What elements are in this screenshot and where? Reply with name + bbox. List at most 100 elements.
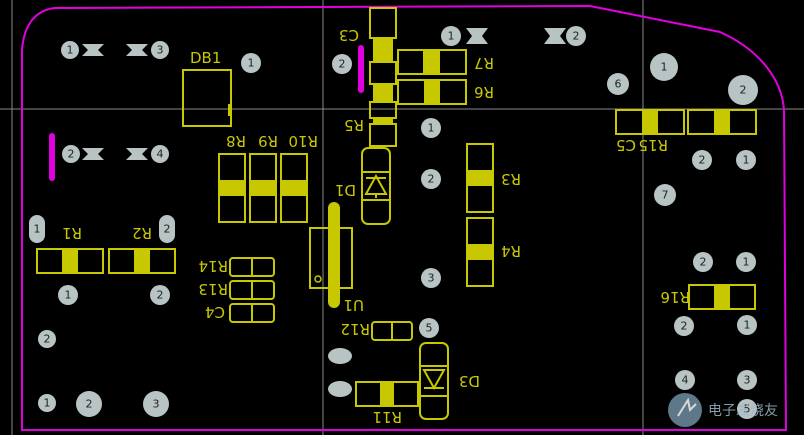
pad-3-bot: 3 (143, 391, 169, 417)
label-c4: C4 (205, 303, 225, 321)
board-outline (21, 4, 788, 431)
svg-text:2: 2 (157, 289, 164, 302)
label-r8: R8 (226, 132, 246, 150)
component-r14[interactable] (229, 257, 275, 277)
pad-1-bot: 1 (38, 394, 56, 412)
pad-2-c3: 2 (332, 54, 352, 74)
svg-text:2: 2 (700, 256, 707, 269)
label-c5: C5 (616, 136, 636, 154)
pad-1-a: 1 (61, 41, 79, 59)
pad-2-r2: 2 (164, 223, 171, 236)
component-db1[interactable]: DB1 (182, 49, 232, 127)
pad-2-bot: 2 (76, 391, 102, 417)
component-u1[interactable] (309, 202, 353, 308)
pad-3-mid: 3 (421, 268, 441, 288)
component-r12[interactable] (371, 321, 413, 341)
pad-3-a: 3 (151, 41, 169, 59)
label-r12: R12 (340, 320, 370, 338)
svg-text:4: 4 (157, 148, 164, 161)
svg-text:3: 3 (428, 272, 435, 285)
pad-2-r16a: 2 (693, 252, 713, 272)
pad-1-r15: 1 (736, 150, 756, 170)
svg-text:2: 2 (339, 58, 346, 71)
pad-2-left: 2 (62, 145, 80, 163)
pad-5: 5 (419, 318, 439, 338)
svg-text:1: 1 (428, 122, 435, 135)
pad-2-bl: 2 (150, 285, 170, 305)
svg-text:1: 1 (744, 319, 751, 332)
svg-text:1: 1 (67, 44, 74, 57)
svg-text:2: 2 (740, 84, 747, 97)
svg-text:1: 1 (743, 154, 750, 167)
label-r16: R16 (660, 288, 690, 306)
label-r14: R14 (198, 257, 228, 275)
svg-text:2: 2 (428, 173, 435, 186)
component-c3[interactable] (369, 7, 397, 147)
pad-1-rgt: 1 (650, 53, 678, 81)
component-r2[interactable] (108, 248, 176, 274)
watermark: 电子发烧友 (668, 393, 778, 427)
component-r7[interactable] (397, 49, 467, 75)
component-r8[interactable] (218, 153, 246, 223)
component-c5[interactable] (687, 109, 757, 135)
component-r1[interactable] (36, 248, 104, 274)
label-db1: DB1 (190, 49, 221, 67)
component-r11[interactable] (355, 381, 419, 407)
svg-text:1: 1 (661, 61, 668, 74)
svg-text:2: 2 (573, 30, 580, 43)
svg-text:3: 3 (744, 374, 751, 387)
component-r4[interactable] (466, 217, 494, 287)
pad-4-br: 4 (675, 370, 695, 390)
pad-4-left: 4 (151, 145, 169, 163)
svg-text:5: 5 (744, 403, 751, 416)
svg-text:2: 2 (44, 333, 51, 346)
oval-pads (29, 215, 352, 397)
pad-2-rgt: 2 (728, 75, 758, 105)
label-d3: D3 (459, 372, 480, 390)
label-r11: R11 (372, 408, 402, 426)
label-r13: R13 (198, 280, 228, 298)
component-r3[interactable] (466, 143, 494, 213)
svg-text:1: 1 (34, 223, 41, 236)
svg-text:1: 1 (743, 256, 750, 269)
label-r7: R7 (474, 54, 494, 72)
pad-1-mid: 1 (421, 118, 441, 138)
svg-text:2: 2 (164, 223, 171, 236)
component-r13[interactable] (229, 280, 275, 300)
component-r16[interactable] (688, 284, 756, 310)
pad-2-r15: 2 (692, 150, 712, 170)
pad-7: 7 (654, 184, 676, 206)
chevron-pads (82, 28, 566, 160)
svg-text:2: 2 (699, 154, 706, 167)
label-c3: C3 (339, 26, 359, 44)
component-r9[interactable] (249, 153, 277, 223)
label-r2: R2 (132, 224, 152, 242)
svg-text:7: 7 (662, 189, 669, 202)
svg-text:1: 1 (448, 30, 455, 43)
pad-2-far: 2 (38, 330, 56, 348)
pad-1-r16a: 1 (736, 252, 756, 272)
svg-text:2: 2 (86, 398, 93, 411)
pad-1-db: 1 (241, 53, 261, 73)
component-r10[interactable] (280, 153, 308, 223)
pad-1-c3: 1 (441, 26, 461, 46)
svg-text:1: 1 (44, 397, 51, 410)
watermark-text: 电子发烧友 (708, 403, 778, 419)
pad-2-top: 2 (566, 26, 586, 46)
component-d3[interactable] (419, 342, 449, 420)
component-r15[interactable] (615, 109, 685, 135)
svg-text:4: 4 (682, 374, 689, 387)
label-r4: R4 (501, 242, 521, 260)
pad-1-bl: 1 (58, 285, 78, 305)
pad-6: 6 (607, 73, 629, 95)
component-c4[interactable] (229, 303, 275, 323)
label-r3: R3 (501, 170, 521, 188)
label-r6: R6 (474, 83, 494, 101)
pad-1-r16b: 1 (737, 315, 757, 335)
label-r5: R5 (344, 116, 364, 134)
pad-1-r1: 1 (34, 223, 41, 236)
component-r6[interactable] (397, 79, 467, 105)
component-d1[interactable] (361, 147, 391, 225)
